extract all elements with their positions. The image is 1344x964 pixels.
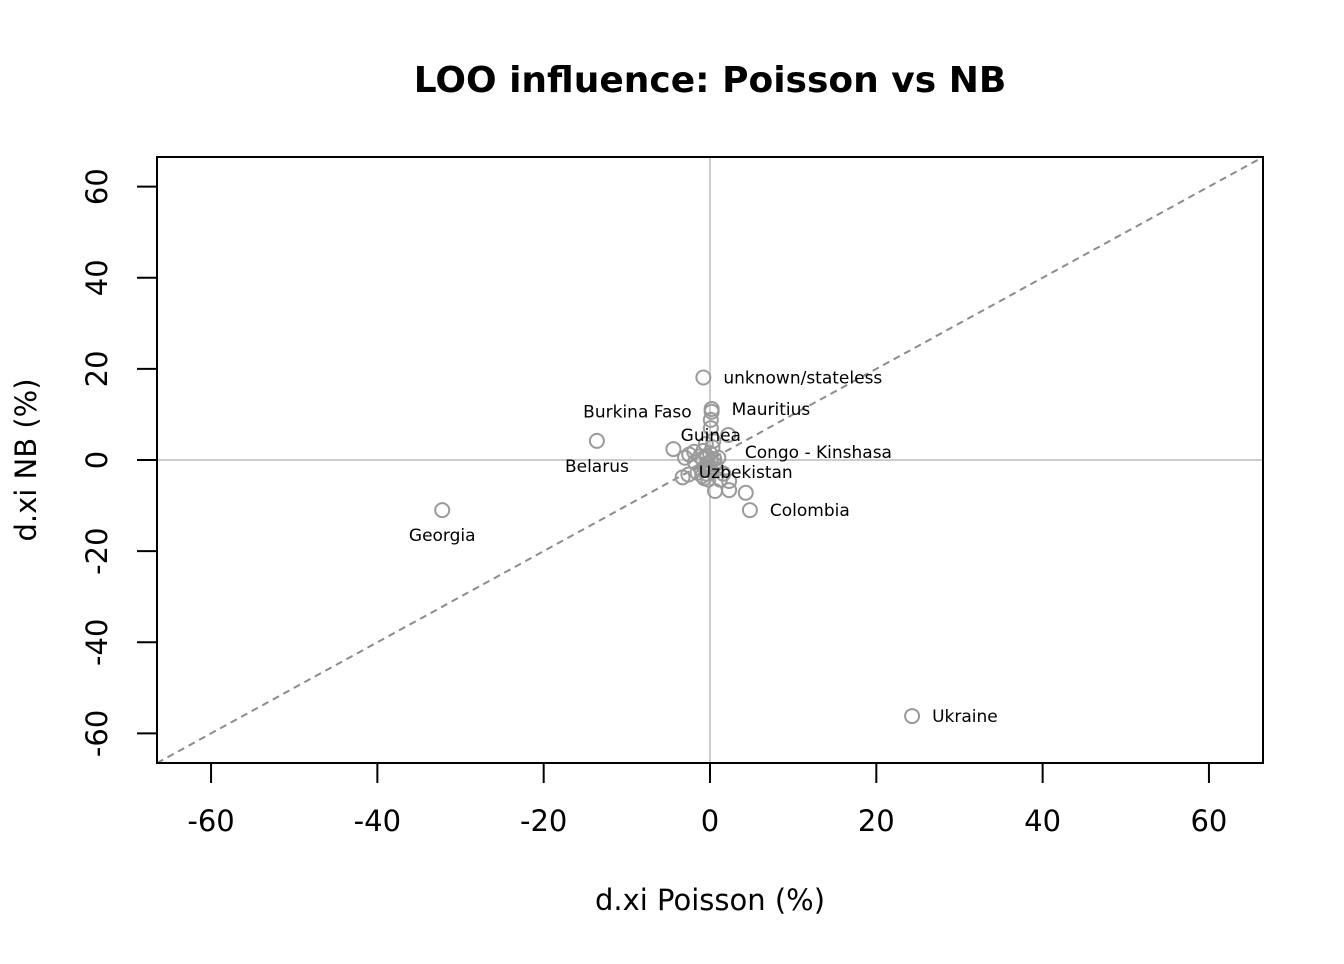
data-point-labeled [703,403,720,420]
point-label: Georgia [409,526,476,546]
data-point-labeled [741,502,758,519]
x-axis-label: d.xi Poisson (%) [595,883,825,917]
x-tick-label: -20 [520,804,567,838]
data-point-labeled [588,432,605,449]
data-point [665,441,682,458]
data-point-labeled [702,411,719,428]
x-tick-label: -60 [187,804,234,838]
point-label: Belarus [565,457,629,477]
point-label: Burkina Faso [583,403,691,423]
point-label: Mauritius [732,400,811,420]
plot-frame [156,156,1264,764]
y-tick-label: 40 [80,259,114,296]
y-axis-label: d.xi NB (%) [9,378,43,541]
x-tick-label: -40 [354,804,401,838]
x-tick-label: 0 [701,804,719,838]
data-point-labeled [904,708,921,725]
x-tick-label: 20 [858,804,895,838]
y-tick-label: 60 [80,168,114,205]
data-point [721,482,738,499]
chart-title: LOO influence: Poisson vs NB [414,60,1007,101]
point-label: Guinea [681,426,741,446]
data-point [710,449,727,466]
point-label: Congo - Kinshasa [745,443,892,463]
y-tick-label: 20 [80,350,114,387]
data-point-labeled [695,369,712,386]
y-tick-label: -20 [80,527,114,574]
data-point-labeled [702,420,719,437]
x-tick-label: 40 [1024,804,1061,838]
data-point [715,465,732,482]
point-label: Colombia [770,501,850,521]
data-point [700,471,717,488]
point-label: unknown/stateless [723,369,882,389]
data-point [698,447,715,464]
point-label: Uzbekistan [699,463,793,483]
x-tick-label: 60 [1190,804,1227,838]
data-point-labeled [737,484,754,501]
data-point [720,426,737,443]
y-tick-label: -60 [80,710,114,757]
point-label: Ukraine [932,707,998,727]
data-point-labeled [434,502,451,519]
y-tick-label: -40 [80,619,114,666]
y-tick-label: 0 [80,451,114,469]
